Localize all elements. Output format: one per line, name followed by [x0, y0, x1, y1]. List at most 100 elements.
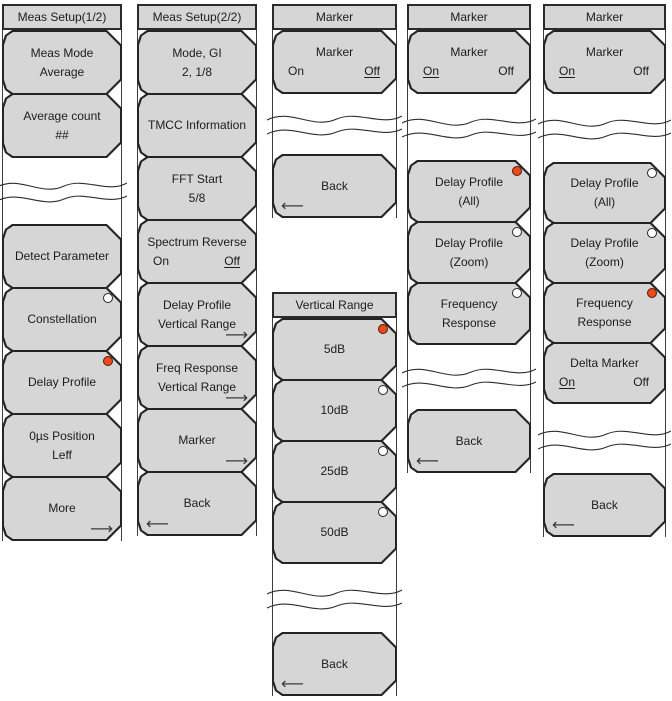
softkey-10db[interactable]: 10dB — [272, 379, 397, 442]
softkey-delay-profile-all[interactable]: Delay Profile (All) — [407, 160, 531, 223]
menu-break — [273, 94, 396, 154]
radio-indicator — [378, 324, 388, 334]
wavy-break-icon — [0, 174, 127, 208]
menu-column-meas-setup-1: Meas Setup(1/2) Meas Mode Average Averag… — [2, 0, 122, 541]
softkey-marker-on-off[interactable]: Marker On Off — [272, 30, 397, 94]
softkey-label: Delay Profile — [434, 174, 504, 189]
softkey-label: Detect Parameter — [14, 249, 110, 263]
softkey-label: Back — [183, 496, 211, 510]
softkey-back[interactable]: Back ⟵ — [137, 471, 257, 536]
softkey-back[interactable]: Back ⟵ — [272, 632, 397, 696]
toggle-off-label[interactable]: Off — [633, 375, 649, 389]
radio-indicator — [647, 228, 657, 238]
softkey-freq-response-vertical-range[interactable]: Freq Response Vertical Range ⟶ — [137, 345, 257, 410]
softkey-label: (All) — [458, 193, 480, 208]
submenu-arrow-icon: ⟶ — [225, 388, 248, 407]
softkey-more[interactable]: More ⟶ — [2, 476, 122, 541]
softkey-value: ## — [55, 127, 69, 142]
panel-marker: Marker Marker On Off — [272, 4, 397, 218]
softkey-0us-position[interactable]: 0µs Position Leff — [2, 413, 122, 478]
toggle-off-label[interactable]: Off — [498, 64, 514, 78]
softkey-marker[interactable]: Marker ⟶ — [137, 408, 257, 473]
softkey-label: Delay Profile — [27, 375, 97, 389]
panel-vertical-range: Vertical Range 5dB 10dB — [272, 292, 397, 696]
on-off-row: On Off — [139, 253, 255, 270]
toggle-on-label[interactable]: On — [288, 64, 305, 78]
wavy-break-icon — [402, 360, 536, 394]
softkey-delay-profile-vertical-range[interactable]: Delay Profile Vertical Range ⟶ — [137, 282, 257, 347]
back-arrow-icon: ⟵ — [416, 451, 439, 470]
softkey-label: Spectrum Reverse — [147, 234, 247, 249]
softkey-label: Back — [455, 433, 483, 448]
softkey-label: Response — [441, 315, 497, 330]
softkey-back[interactable]: Back ⟵ — [407, 409, 531, 473]
toggle-off-label[interactable]: Off — [364, 64, 380, 78]
softkey-label: Back — [591, 497, 618, 512]
softkey-constellation[interactable]: Constellation — [2, 287, 122, 352]
softkey-tmcc-information[interactable]: TMCC Information — [137, 93, 257, 158]
wavy-break-icon — [538, 111, 671, 145]
softkey-marker-on-off[interactable]: Marker On Off — [543, 30, 666, 94]
radio-indicator — [378, 446, 388, 456]
panel-meas-setup-1: Meas Setup(1/2) Meas Mode Average Averag… — [2, 4, 122, 541]
softkey-label: Delay Profile — [162, 297, 232, 312]
softkey-back[interactable]: Back ⟵ — [272, 154, 397, 218]
radio-indicator — [512, 166, 522, 176]
softkey-average-count[interactable]: Average count ## — [2, 93, 122, 158]
softkey-frequency-response[interactable]: Frequency Response — [543, 282, 666, 344]
softkey-50db[interactable]: 50dB — [272, 501, 397, 564]
toggle-on-label[interactable]: On — [423, 64, 440, 78]
softkey-label: Delay Profile — [570, 236, 639, 250]
wavy-break-icon — [267, 107, 402, 141]
menu-break — [408, 94, 530, 160]
softkey-marker-on-off[interactable]: Marker On Off — [407, 30, 531, 94]
toggle-on-label[interactable]: On — [153, 253, 170, 268]
softkey-delay-profile-zoom[interactable]: Delay Profile (Zoom) — [407, 221, 531, 284]
back-arrow-icon: ⟵ — [146, 514, 169, 533]
toggle-on-label[interactable]: On — [559, 375, 576, 389]
softkey-label: Marker — [450, 45, 488, 59]
panel-meas-setup-2: Meas Setup(2/2) Mode, GI 2, 1/8 TMCC Inf… — [137, 4, 257, 536]
menu-break — [544, 94, 665, 162]
softkey-label: Response — [577, 315, 632, 329]
softkey-mode-gi[interactable]: Mode, GI 2, 1/8 — [137, 30, 257, 95]
back-arrow-icon: ⟵ — [552, 515, 575, 534]
softkey-label: Marker — [315, 45, 354, 59]
on-off-row: On Off — [545, 63, 664, 80]
softkey-label: FFT Start — [171, 171, 223, 186]
toggle-off-label[interactable]: Off — [633, 64, 649, 78]
softkey-spectrum-reverse[interactable]: Spectrum Reverse On Off — [137, 219, 257, 284]
on-off-row: On Off — [545, 374, 664, 391]
softkey-delta-marker[interactable]: Delta Marker On Off — [543, 342, 666, 404]
menu-title: Vertical Range — [272, 292, 397, 318]
wavy-break-icon — [267, 581, 402, 615]
softkey-label: Frequency — [440, 296, 498, 311]
softkey-25db[interactable]: 25dB — [272, 440, 397, 503]
softkey-label: (Zoom) — [585, 255, 624, 269]
on-off-row: On Off — [274, 63, 395, 80]
radio-indicator — [103, 356, 113, 366]
menu-break — [3, 158, 121, 224]
softkey-label: Back — [321, 178, 348, 193]
back-arrow-icon: ⟵ — [281, 196, 304, 215]
softkey-label: 5dB — [323, 342, 346, 356]
softkey-label: Delay Profile — [434, 235, 504, 250]
softkey-label: Freq Response — [155, 360, 239, 375]
radio-indicator — [512, 288, 522, 298]
softkey-back[interactable]: Back ⟵ — [543, 473, 666, 537]
menu-title: Meas Setup(1/2) — [2, 4, 122, 30]
back-arrow-icon: ⟵ — [281, 674, 304, 693]
softkey-delay-profile-all[interactable]: Delay Profile (All) — [543, 162, 666, 224]
softkey-label: TMCC Information — [147, 118, 247, 132]
softkey-label: Mode, GI — [172, 45, 222, 60]
toggle-off-label[interactable]: Off — [224, 253, 240, 268]
softkey-fft-start[interactable]: FFT Start 5/8 — [137, 156, 257, 221]
softkey-delay-profile-zoom[interactable]: Delay Profile (Zoom) — [543, 222, 666, 284]
softkey-detect-parameter[interactable]: Detect Parameter — [2, 224, 122, 289]
softkey-frequency-response[interactable]: Frequency Response — [407, 282, 531, 345]
wavy-break-icon — [402, 110, 536, 144]
softkey-meas-mode[interactable]: Meas Mode Average — [2, 30, 122, 95]
toggle-on-label[interactable]: On — [559, 64, 576, 78]
softkey-delay-profile[interactable]: Delay Profile — [2, 350, 122, 415]
softkey-5db[interactable]: 5dB — [272, 318, 397, 381]
